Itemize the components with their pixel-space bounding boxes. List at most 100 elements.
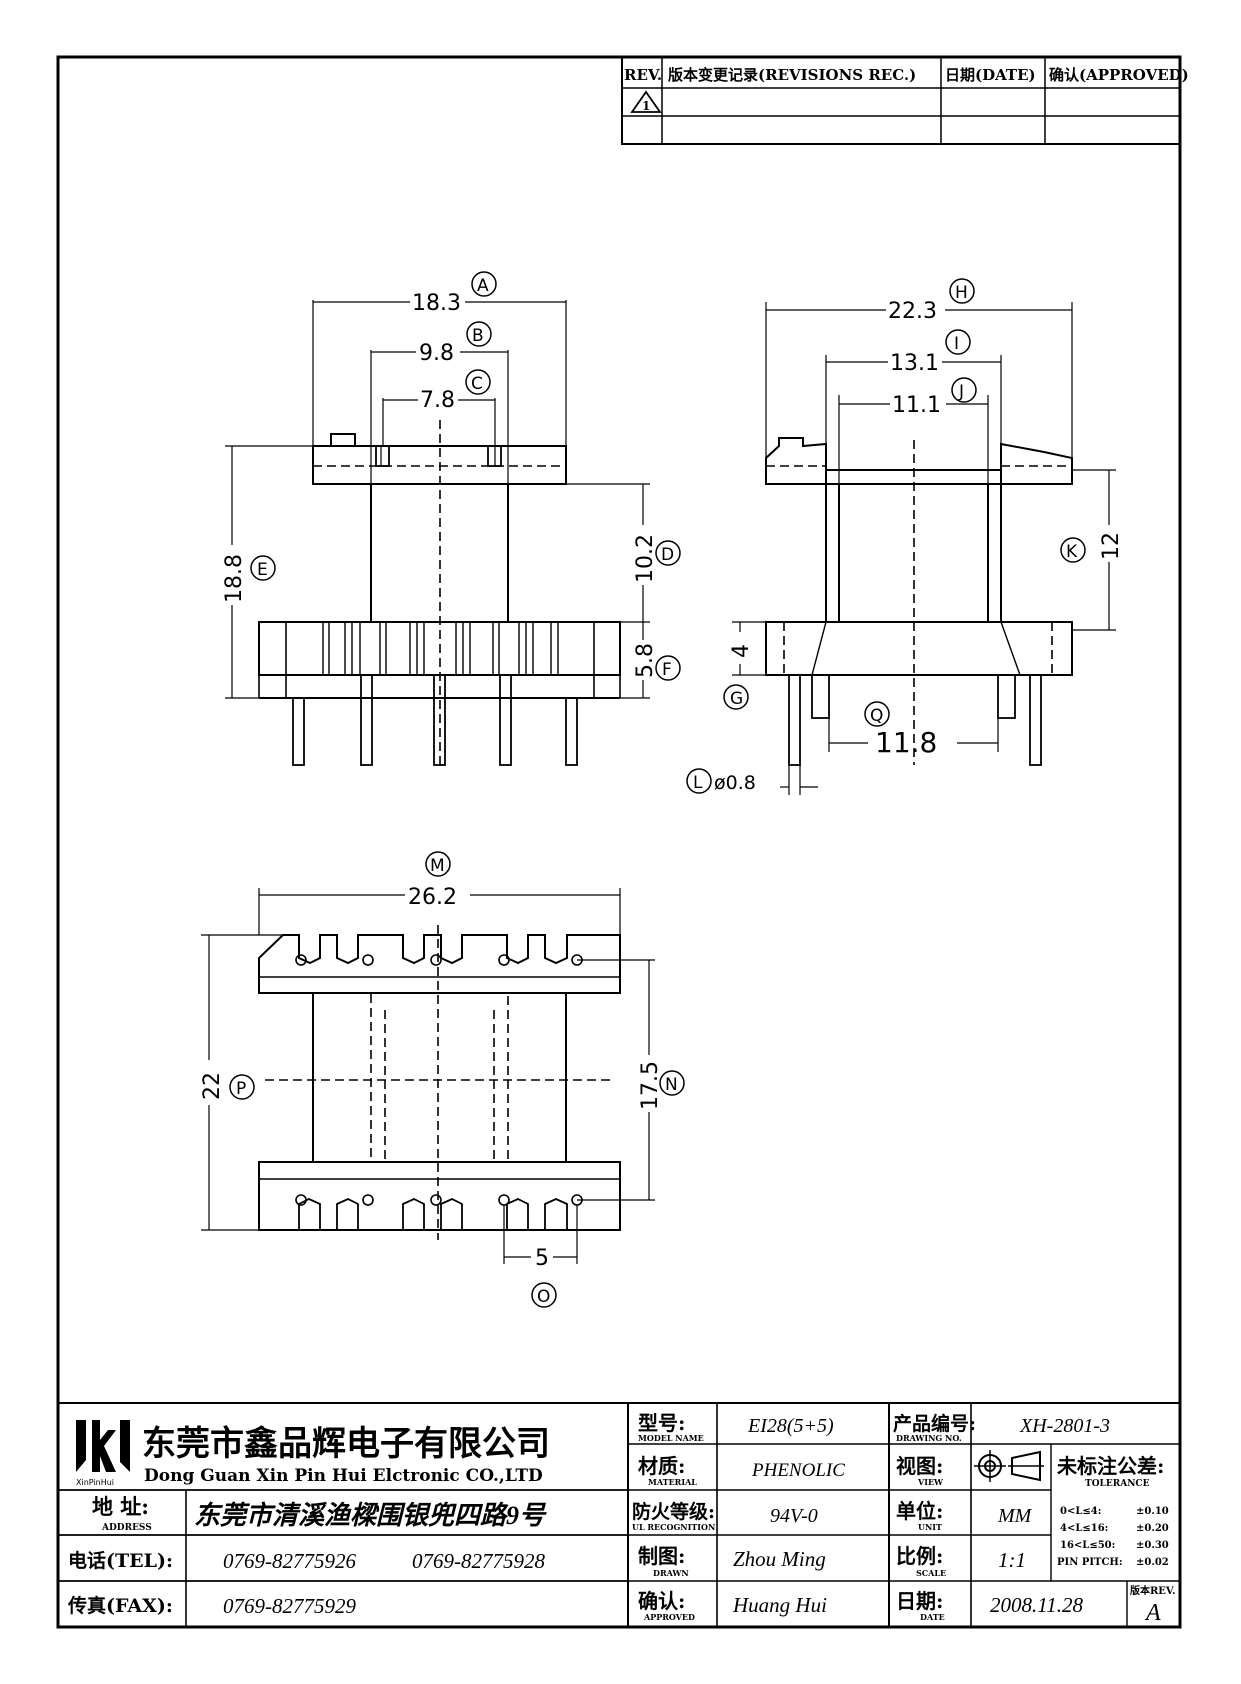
view-label: 视图: [896, 1454, 943, 1478]
bottom-view: M 26.2 22 P 17.5 N 5 O [200, 851, 685, 1308]
date-label: 日期: [896, 1589, 943, 1613]
approved-value: Huang Hui [732, 1593, 827, 1617]
drawn-label: 制图: [638, 1544, 685, 1568]
approved-label: 确认: [638, 1589, 685, 1613]
tel-label: 电话(TEL): [68, 1549, 173, 1572]
unit-label-en: UNIT [918, 1522, 942, 1532]
tel-value-2: 0769-82775928 [412, 1549, 545, 1573]
dim-M-balloon [425, 851, 451, 877]
dim-N-value: 17.5 [638, 1061, 663, 1110]
dim-B-balloon [466, 321, 492, 347]
ul-label-en: UL RECOGNITION [632, 1522, 715, 1532]
dim-J-balloon [951, 377, 977, 403]
dim-B-tag: B [472, 326, 484, 346]
dim-O-tag: O [537, 1287, 550, 1307]
dim-F-tag: F [662, 660, 672, 680]
revision-block: REV. 版本变更记录(REVISIONS REC.) 日期(DATE) 确认(… [621, 56, 1189, 145]
dim-C-balloon [465, 369, 491, 395]
drawing-no-label-en: DRAWING NO. [896, 1433, 962, 1443]
ul-label: 防火等级: [632, 1500, 715, 1523]
dim-B-value: 9.8 [419, 341, 454, 366]
date-label-en: DATE [920, 1612, 945, 1622]
dim-P-tag: P [236, 1079, 246, 1099]
address-label: 地 址: [92, 1494, 149, 1519]
dim-F-value: 5.8 [633, 643, 658, 678]
unit-value: MM [997, 1505, 1033, 1527]
dim-K-balloon [1060, 537, 1086, 563]
dim-M-value: 26.2 [408, 885, 457, 910]
third-angle-projection-icon [974, 1450, 1044, 1482]
dimension-lines-side [732, 302, 1116, 795]
dim-I-balloon [945, 329, 971, 355]
tol-value-4: ±0.02 [1136, 1557, 1169, 1568]
rev-value: A [1144, 1600, 1161, 1626]
unit-label: 单位: [896, 1499, 943, 1523]
fax-label: 传真(FAX): [67, 1594, 173, 1617]
dim-L-balloon [686, 768, 712, 794]
view-label-en: VIEW [917, 1477, 944, 1487]
fax-value: 0769-82775929 [223, 1594, 356, 1618]
dim-H-value: 22.3 [888, 299, 937, 324]
dim-H-tag: H [955, 283, 968, 303]
drawing-no-label: 产品编号: [893, 1412, 976, 1435]
tolerance-label: 未标注公差: [1057, 1454, 1164, 1478]
tol-range-1: 0<L≤4: [1060, 1506, 1101, 1517]
drawn-value: Zhou Ming [733, 1547, 826, 1571]
model-label: 型号: [638, 1411, 685, 1435]
dim-D-value: 10.2 [633, 534, 658, 583]
tol-value-1: ±0.10 [1136, 1506, 1169, 1517]
dim-G-value: 4 [729, 644, 754, 658]
revision-triangle-icon [630, 90, 662, 113]
sheet-border [56, 55, 1182, 1629]
scale-label-en: SCALE [916, 1568, 946, 1578]
dim-Q-value: 11.8 [875, 726, 937, 759]
dim-H-balloon [949, 278, 975, 304]
drawn-label-en: DRAWN [653, 1568, 689, 1578]
dim-I-value: 13.1 [890, 351, 939, 376]
scale-value: 1:1 [998, 1548, 1026, 1572]
side-view: 22.3 H 13.1 I 11.1 J K 12 4 G Q 11.8 L ø… [686, 278, 1124, 795]
dim-J-tag: J [958, 382, 964, 402]
dim-A-value: 18.3 [412, 291, 461, 316]
dim-A-tag: A [477, 276, 489, 296]
approved-header: 确认(APPROVED) [1049, 66, 1189, 84]
rev-header: REV. [624, 66, 662, 84]
date-value: 2008.11.28 [990, 1593, 1083, 1617]
drawing-no-value: XH-2801-3 [1019, 1415, 1110, 1437]
address-value: 东莞市清溪渔樑围银兜四路9号 [194, 1501, 547, 1530]
dim-N-balloon [659, 1070, 685, 1096]
dim-K-value: 12 [1099, 532, 1124, 560]
dim-L-value: ø0.8 [714, 772, 756, 794]
dim-P-balloon [229, 1074, 255, 1100]
dim-D-balloon [655, 540, 681, 566]
dim-O-balloon [531, 1282, 557, 1308]
material-label-en: MATERIAL [648, 1477, 697, 1487]
model-label-en: MODEL NAME [638, 1433, 704, 1443]
company-name-cn: 东莞市鑫品辉电子有限公司 [142, 1424, 550, 1464]
dimension-lines-front [225, 300, 650, 699]
tol-range-2: 4<L≤16: [1060, 1523, 1108, 1534]
rev-label: 版本REV. [1130, 1584, 1175, 1597]
tol-range-4: PIN PITCH: [1057, 1557, 1123, 1568]
revision-triangle-number: 1 [642, 99, 650, 113]
dim-M-tag: M [430, 856, 445, 876]
front-view: 18.3 A 9.8 B 7.8 C 18.8 E 10.2 D 5.8 F [222, 271, 681, 766]
dim-E-balloon [250, 555, 276, 581]
dim-K-tag: K [1066, 542, 1078, 562]
dim-F-balloon [655, 655, 681, 681]
tol-value-3: ±0.30 [1136, 1540, 1169, 1551]
date-header: 日期(DATE) [945, 66, 1036, 84]
dim-G-tag: G [730, 689, 743, 709]
tol-value-2: ±0.20 [1136, 1523, 1169, 1534]
dim-N-tag: N [665, 1075, 678, 1095]
dim-P-value: 22 [200, 1072, 225, 1100]
company-name-en: Dong Guan Xin Pin Hui Elctronic CO.,LTD [144, 1466, 543, 1486]
dim-Q-balloon [864, 701, 890, 727]
dim-O-value: 5 [535, 1246, 549, 1271]
company-logo: XinPinHui [76, 1420, 130, 1487]
material-label: 材质: [638, 1454, 685, 1478]
dim-I-tag: I [954, 334, 959, 354]
address-label-en: ADDRESS [101, 1523, 152, 1533]
tol-range-3: 16<L≤50: [1060, 1540, 1115, 1551]
